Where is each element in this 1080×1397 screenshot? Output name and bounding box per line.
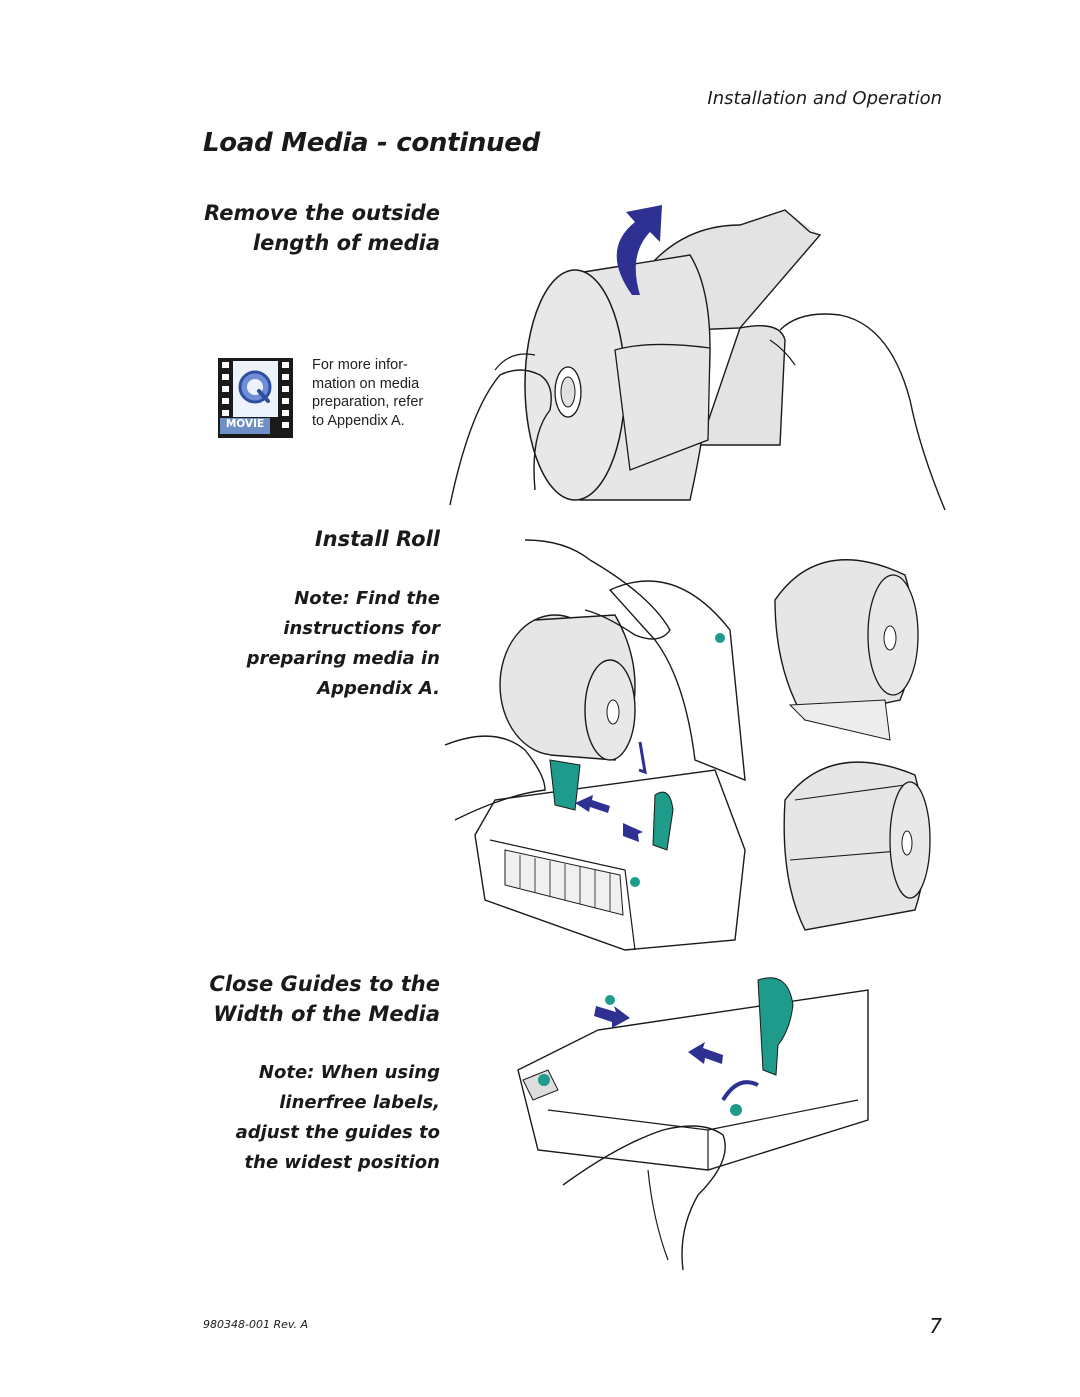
install-roll-note-line2: instructions for: [283, 618, 440, 639]
movie-note-line3: preparation, refer: [312, 394, 424, 410]
page-title: Load Media - continued: [203, 128, 540, 158]
step-install-roll-heading: Install Roll: [314, 527, 440, 551]
install-roll-note-line1: Note: Find the: [294, 588, 440, 609]
page-number: 7: [929, 1314, 942, 1338]
close-guides-illustration: [517, 977, 869, 1271]
footer-doc-number: 980348-001 Rev. A: [203, 1318, 308, 1331]
movie-note-line1: For more infor-: [312, 357, 408, 373]
movie-badge-label: MOVIE: [225, 418, 265, 430]
install-roll-note-line3: preparing media in: [246, 648, 440, 669]
install-roll-note-line4: Appendix A.: [317, 678, 440, 699]
movie-icon[interactable]: [218, 358, 293, 438]
movie-note-line4: to Appendix A.: [312, 412, 405, 429]
step-remove-media-heading-line1: Remove the outside: [204, 201, 440, 225]
close-guides-note-line4: the widest position: [244, 1152, 440, 1173]
close-guides-note-line3: adjust the guides to: [235, 1122, 440, 1143]
remove-media-illustration: [449, 205, 946, 511]
step-remove-media-heading: Remove the outside length of media: [204, 198, 440, 258]
movie-note-line2: mation on media: [312, 375, 420, 392]
close-guides-note-line2: linerfree labels,: [279, 1092, 440, 1113]
step-close-guides-heading: Close Guides to the Width of the Media: [209, 969, 440, 1029]
close-guides-note: Note: When using linerfree labels, adjus…: [236, 1058, 440, 1178]
running-header: Installation and Operation: [707, 88, 942, 109]
step-close-guides-heading-line1: Close Guides to the: [209, 972, 440, 996]
close-guides-note-line1: Note: When using: [258, 1062, 440, 1083]
step-remove-media-heading-line2: length of media: [252, 231, 440, 255]
step-close-guides-heading-line2: Width of the Media: [213, 1002, 440, 1026]
movie-note-text: For more infor- mation on media preparat…: [312, 356, 423, 430]
install-roll-note: Note: Find the instructions for preparin…: [247, 584, 440, 704]
install-roll-illustration: [444, 539, 931, 951]
